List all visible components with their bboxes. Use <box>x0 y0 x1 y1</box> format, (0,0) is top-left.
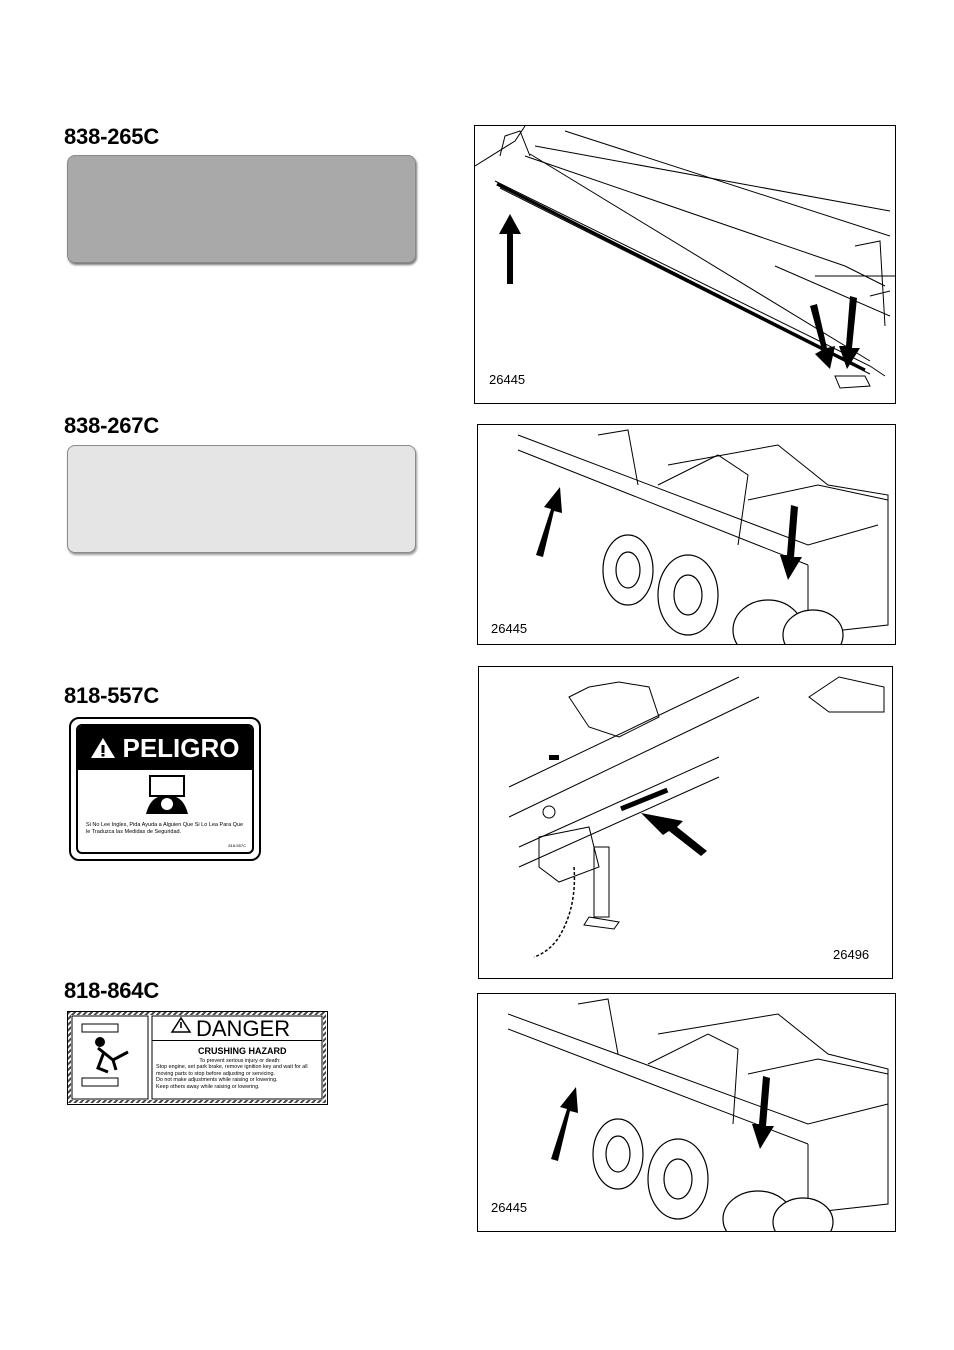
frame-wheels-illustration-2 <box>507 998 889 1231</box>
hopper-illustration <box>475 126 895 389</box>
peligro-decal: PELIGRO Si No Lee Ingles, Pida Ayuda a A… <box>69 717 261 861</box>
part-number-818-864c: 818-864C <box>64 978 160 1003</box>
figure-818-864c: 26445 <box>477 993 896 1232</box>
part-number-838-265c: 838-265C <box>64 124 160 149</box>
danger-bullet: Stop engine, set park brake, remove igni… <box>156 1064 308 1077</box>
figure-number: 26445 <box>491 1200 528 1215</box>
decal-838-265c <box>67 155 416 263</box>
peligro-code: 818-557C <box>228 843 246 848</box>
danger-subheading: CRUSHING HAZARD <box>198 1046 287 1056</box>
danger-bullet: Do not make adjustments while raising or… <box>156 1077 278 1084</box>
danger-heading: DANGER <box>196 1016 291 1041</box>
frame-wheels-illustration <box>517 429 889 644</box>
part-number-818-557c: 818-557C <box>64 683 160 708</box>
figure-number: 26445 <box>489 372 526 387</box>
danger-decal: DANGER CRUSHING HAZARD To prevent seriou… <box>67 1011 328 1105</box>
danger-intro: To prevent serious injury or death: <box>199 1058 281 1064</box>
peligro-heading: PELIGRO <box>122 732 240 763</box>
danger-decal-art <box>68 1012 326 1103</box>
figure-838-267c: 26445 <box>477 424 896 645</box>
peligro-text: Si No Lee Ingles, Pida Ayuda a Alguien Q… <box>86 822 244 835</box>
part-number-838-267c: 838-267C <box>64 413 160 438</box>
figure-818-557c: 26496 <box>478 666 893 979</box>
read-manual-icon <box>146 775 188 814</box>
warning-triangle-icon <box>91 738 116 758</box>
hitch-jack-illustration <box>508 676 885 958</box>
peligro-header: PELIGRO <box>78 726 252 770</box>
figure-number: 26445 <box>491 621 528 636</box>
danger-bullet: Keep others away while raising or loweri… <box>156 1083 260 1090</box>
decal-838-267c <box>67 445 416 553</box>
figure-838-265c: 26445 <box>474 125 896 404</box>
figure-number: 26496 <box>833 947 870 962</box>
danger-instructions: To prevent serious injury or death: Stop… <box>156 1058 324 1090</box>
